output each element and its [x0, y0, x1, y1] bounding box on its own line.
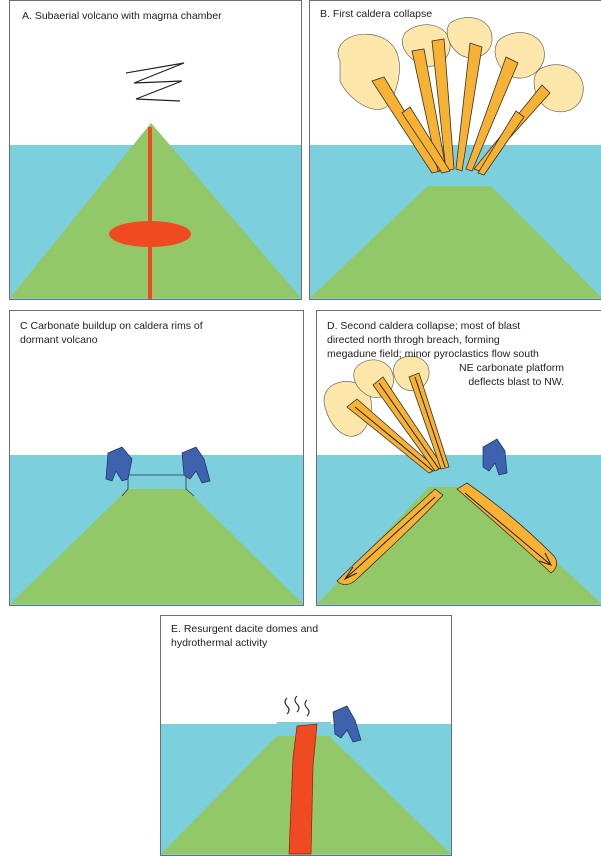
caldera-water — [128, 475, 186, 489]
panel-e-caption: E. Resurgent dacite domes and hydrotherm… — [171, 622, 318, 650]
panel-c-caption: C Carbonate buildup on caldera rims of d… — [20, 319, 203, 347]
magma-chamber — [109, 221, 191, 247]
panel-d-second-caldera-collapse: D. Second caldera collapse; most of blas… — [316, 310, 601, 606]
panel-d-caption: D. Second caldera collapse; most of blas… — [327, 319, 539, 361]
magma-conduit — [148, 127, 152, 299]
panel-d-deflection-note: NE carbonate platform deflects blast to … — [459, 361, 564, 389]
carbonate-reef-left — [106, 447, 132, 481]
panel-c-carbonate-buildup: C Carbonate buildup on caldera rims of d… — [9, 310, 304, 606]
panel-e-illustration — [161, 616, 451, 855]
panel-c-illustration — [10, 311, 303, 605]
panel-a-caption: A. Subaerial volcano with magma chamber — [22, 9, 222, 23]
panel-b-caption: B. First caldera collapse — [320, 7, 432, 21]
panel-b-first-caldera-collapse: B. First caldera collapse — [309, 0, 601, 300]
ash-clouds — [338, 17, 583, 111]
eruption-plume-zigzag — [126, 63, 184, 101]
panel-a-subaerial-volcano: A. Subaerial volcano with magma chamber — [9, 0, 302, 300]
hydrothermal-vent-lines — [285, 696, 309, 716]
panel-b-illustration — [310, 1, 601, 299]
panel-e-resurgent-domes: E. Resurgent dacite domes and hydrotherm… — [160, 615, 452, 856]
panel-a-illustration — [10, 1, 301, 299]
